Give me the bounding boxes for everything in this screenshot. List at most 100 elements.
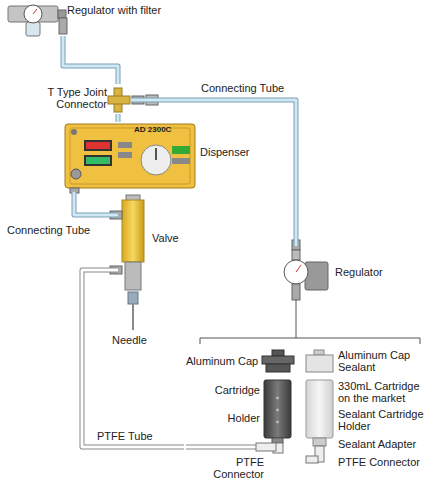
part-label-group: Regulator — [280, 246, 410, 300]
ptfe-elbow-icon — [256, 443, 276, 451]
holder-dot-loop — [276, 397, 279, 424]
dispenser-unit — [172, 158, 190, 164]
part-label: Cartridge — [186, 384, 260, 396]
dispenser-unit — [118, 152, 132, 158]
filter-regulator-icon — [26, 22, 40, 36]
ptfe-elbow-icon — [186, 446, 258, 449]
aluminum-cap-icon — [266, 364, 290, 372]
tube-connector — [63, 36, 118, 84]
part-label: Needle — [112, 334, 147, 346]
part-label: T Type Joint Connector — [35, 86, 107, 110]
regulator-icon — [296, 265, 301, 272]
tube-label: Connecting Tube — [6, 224, 91, 236]
regulator-icon — [284, 240, 328, 300]
part-label: AD 2300C — [134, 125, 171, 134]
valve-body — [110, 195, 144, 290]
part-label: Valve — [152, 232, 179, 244]
part-label: PTFE Connector — [184, 456, 264, 480]
part-label: Sealant Adapter — [338, 438, 416, 450]
part-label-group: PTFE Connector — [184, 440, 294, 480]
options-bracket — [200, 338, 201, 344]
aluminum-cap-icon — [272, 350, 284, 356]
part-label: Aluminum Cap — [186, 355, 258, 367]
tube-connector — [74, 192, 118, 215]
tube-label-holder: PTFE Tube — [96, 430, 154, 442]
tube-outline — [116, 114, 121, 122]
tube-label: Connecting Tube — [200, 82, 285, 94]
holder-dot-loop — [276, 421, 279, 424]
needle-icon — [128, 292, 138, 330]
tube-outline — [131, 100, 296, 246]
tube-connector — [118, 114, 119, 122]
tube-outline — [63, 36, 118, 84]
tube-connector — [131, 100, 296, 246]
filter-regulator-icon — [33, 9, 37, 14]
options-bracket — [200, 338, 420, 339]
tube-outline — [82, 270, 184, 447]
part-label: Dispenser — [200, 146, 250, 158]
holder-dot-loop — [276, 397, 279, 400]
needle-icon — [128, 292, 138, 304]
aluminum-cap-icon — [262, 350, 294, 372]
part-label-group: Aluminum Cap — [184, 348, 296, 374]
dark-holder-icon — [264, 380, 291, 438]
dispenser-unit — [141, 145, 171, 175]
regulator-icon — [292, 284, 300, 300]
ptfe-elbow-icon — [306, 456, 318, 463]
options-bracket — [200, 300, 420, 344]
needle-icon — [132, 304, 134, 330]
sealant-holder-icon — [313, 438, 326, 446]
dispenser-unit — [71, 129, 77, 135]
sealant-cap-icon — [306, 350, 333, 372]
dispenser-unit — [118, 142, 132, 148]
part-label: Regulator with filter — [67, 4, 161, 16]
aluminum-cap-icon — [262, 356, 294, 364]
regulator-icon — [305, 262, 328, 290]
sealant-cap-icon — [314, 350, 324, 355]
dispenser-unit — [172, 146, 190, 154]
tube-connector — [82, 270, 184, 447]
sealant-cap-icon — [306, 355, 333, 372]
dispenser-unit — [65, 124, 195, 188]
dispenser-unit — [71, 169, 81, 179]
part-label: Aluminum Cap Sealant — [338, 349, 418, 373]
filter-regulator-icon — [8, 5, 67, 36]
part-label-group: Regulator with filter — [5, 2, 185, 36]
part-label: Sealant Cartridge Holder — [338, 408, 430, 432]
tube-label: PTFE Tube — [96, 430, 154, 442]
sealant-holder-icon — [306, 380, 333, 446]
dispenser-unit — [86, 157, 110, 164]
part-label: Regulator — [335, 266, 383, 278]
filter-regulator-icon — [8, 6, 58, 22]
ptfe-elbow-icon — [186, 443, 283, 453]
part-label: Holder — [186, 412, 260, 424]
part-label-group: Aluminum Cap Sealant — [300, 346, 438, 376]
holder-dot-loop — [276, 409, 279, 412]
sealant-holder-icon — [306, 380, 333, 438]
regulator-icon — [292, 250, 300, 260]
regulator-icon — [284, 260, 308, 284]
dispenser-unit — [84, 155, 112, 166]
dispenser-unit — [155, 148, 157, 160]
part-label-group: PTFE Connector — [300, 452, 438, 472]
part-label-group: Dispenser AD 2300C — [62, 122, 257, 192]
part-label: PTFE Connector — [338, 456, 420, 468]
tube-outline — [74, 192, 118, 215]
dispenser-unit — [65, 124, 195, 193]
t-joint-icon — [108, 96, 130, 104]
dark-holder-icon — [272, 438, 283, 443]
dispenser-unit — [86, 142, 110, 149]
tube-core — [131, 100, 296, 246]
tube-label-holder: Connecting Tube — [200, 82, 285, 94]
ptfe-elbow-icon — [306, 446, 324, 463]
filter-regulator-icon — [58, 10, 66, 18]
tube-core — [63, 36, 118, 84]
part-label: 330mL Cartridge on the market — [338, 380, 430, 404]
valve-body — [122, 200, 144, 262]
filter-regulator-icon — [59, 18, 67, 34]
part-label-group: 330mL Cartridge on the marketSealant Car… — [300, 376, 438, 436]
options-bracket — [420, 338, 421, 344]
part-label-group: Sealant Adapter — [300, 438, 438, 452]
tube-core — [117, 114, 120, 122]
